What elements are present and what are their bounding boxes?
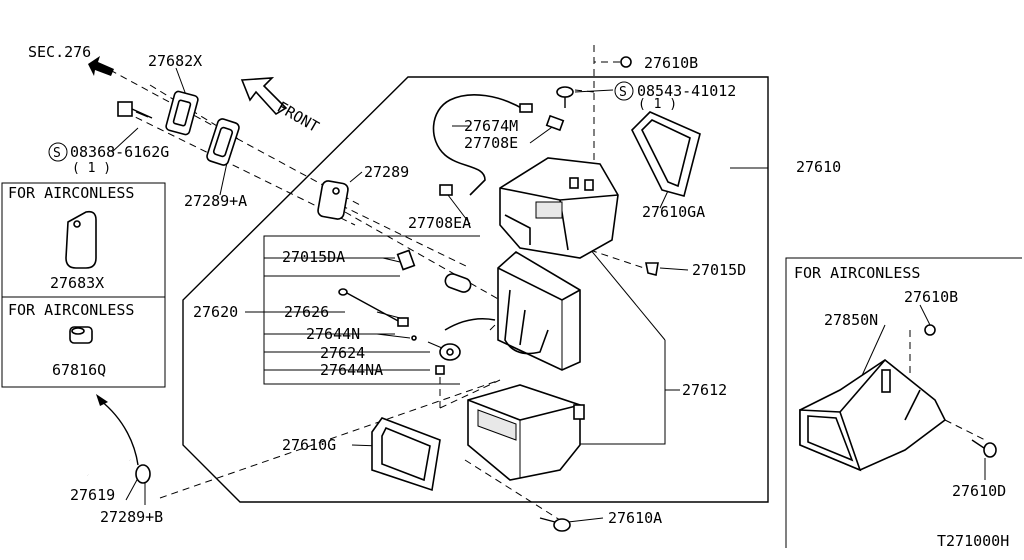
seal-27610GA-icon xyxy=(631,111,701,197)
screw-27610A-icon xyxy=(539,517,571,532)
label-27610G: 27610G xyxy=(282,436,336,454)
label-27644N: 27644N xyxy=(306,325,360,343)
label-27682X: 27682X xyxy=(148,52,202,70)
screw-symbol-text: S xyxy=(53,146,61,161)
clip-67816Q-icon xyxy=(69,326,93,344)
cover-27683X-icon xyxy=(65,210,97,269)
screw-symbol-text-2: S xyxy=(619,85,627,100)
label-67816Q: 67816Q xyxy=(52,361,106,379)
assembly-boundary xyxy=(182,76,769,503)
cable-27674M-icon xyxy=(432,94,526,196)
actuator-27624-icon xyxy=(427,317,496,361)
cylinder-icon xyxy=(444,273,472,293)
sec-arrow-icon xyxy=(88,56,114,76)
duct-27850N-icon xyxy=(799,359,947,472)
box2-title: FOR AIRCONLESS xyxy=(8,301,134,319)
heater-core-unit-icon xyxy=(497,251,581,371)
curved-arrow-icon xyxy=(99,399,139,466)
upper-case-icon xyxy=(499,157,619,259)
label-27624: 27624 xyxy=(320,344,365,362)
label-27610: 27610 xyxy=(796,158,841,176)
rod-27626-icon xyxy=(338,288,409,327)
label-27015DA: 27015DA xyxy=(282,248,345,266)
label-27674M: 27674M xyxy=(464,117,518,135)
nut-27610B-icon xyxy=(620,56,632,68)
label-27289B: 27289+B xyxy=(100,508,163,526)
label-08543-qty: ( 1 ) xyxy=(638,97,677,112)
lower-case-icon xyxy=(467,384,585,481)
sec-ref-label: SEC.276 xyxy=(28,43,91,61)
label-27850N: 27850N xyxy=(824,311,878,329)
seal-27610G-icon xyxy=(371,417,441,492)
label-27619: 27619 xyxy=(70,486,115,504)
label-08543: 08543-41012 xyxy=(637,82,736,100)
drain-hose-27619-icon xyxy=(78,438,151,484)
label-27610B-top: 27610B xyxy=(644,54,698,72)
label-27289A: 27289+A xyxy=(184,192,247,210)
label-27708EA: 27708EA xyxy=(408,214,471,232)
label-27610A: 27610A xyxy=(608,509,662,527)
screw-symbol-icon-2 xyxy=(614,81,634,101)
front-label: FRONT xyxy=(274,98,322,136)
grommet-27289A-icon xyxy=(206,118,240,166)
screw-symbol-icon xyxy=(48,142,68,162)
label-27708E: 27708E xyxy=(464,134,518,152)
label-08368: 08368-6162G xyxy=(70,143,169,161)
screw-08543-icon xyxy=(556,86,574,108)
box1-title: FOR AIRCONLESS xyxy=(8,184,134,202)
label-27620: 27620 xyxy=(193,303,238,321)
drawing-code: T271000H xyxy=(937,532,1009,550)
bracket-27620 xyxy=(263,235,480,385)
nut-27610B-right-icon xyxy=(924,324,936,336)
label-27626: 27626 xyxy=(284,303,329,321)
airconless-box-2 xyxy=(1,296,166,388)
label-08368-qty: ( 1 ) xyxy=(72,161,111,176)
screw-27610D-icon xyxy=(971,439,997,458)
clip-27015DA-icon xyxy=(396,249,416,271)
label-27683X: 27683X xyxy=(50,274,104,292)
seal-27289-icon xyxy=(317,180,349,220)
label-27289: 27289 xyxy=(364,163,409,181)
label-27610GA: 27610GA xyxy=(642,203,705,221)
front-arrow-icon xyxy=(240,77,288,116)
bolt-icon xyxy=(117,101,153,119)
label-27644NA: 27644NA xyxy=(320,361,383,379)
label-27612: 27612 xyxy=(682,381,727,399)
airconless-box-3 xyxy=(785,257,1022,548)
clip-27015D-icon xyxy=(645,262,659,276)
bracket-27682X-icon xyxy=(165,90,199,136)
label-27610D: 27610D xyxy=(952,482,1006,500)
label-27015D: 27015D xyxy=(692,261,746,279)
label-27610B-right: 27610B xyxy=(904,288,958,306)
box3-title: FOR AIRCONLESS xyxy=(794,264,920,282)
